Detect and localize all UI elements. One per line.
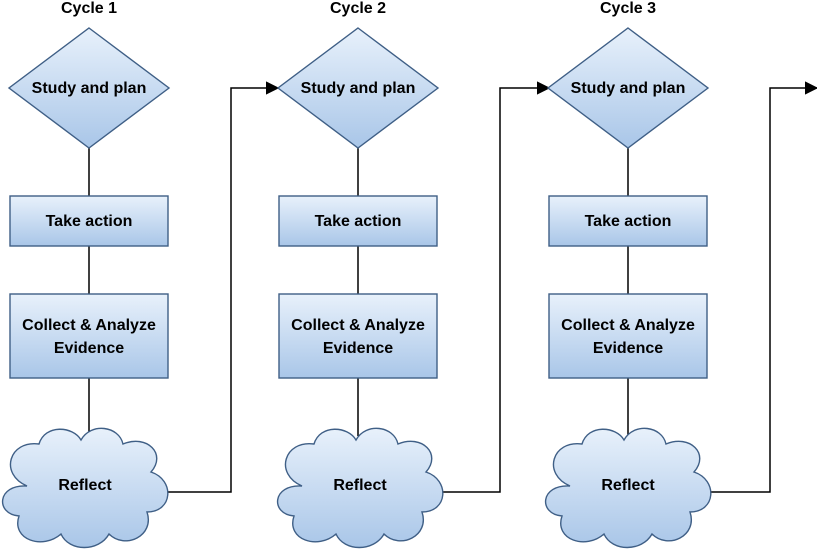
reflect-label: Reflect [58,477,112,494]
take-action-label: Take action [46,213,133,230]
evidence-label: Evidence [323,340,393,357]
take-action-label: Take action [585,213,672,230]
cycle-title: Cycle 3 [600,0,656,17]
connector-cycle3-to-next [706,81,817,493]
cycle-title: Cycle 1 [61,0,117,17]
collect-analyze-label: Collect & Analyze [291,317,425,334]
reflect-cloud: Reflect [544,427,712,549]
cycle-2: Cycle 2 Study and plan Take action Colle… [276,0,444,549]
reflect-label: Reflect [333,477,387,494]
evidence-label: Evidence [54,340,124,357]
reflect-cloud: Reflect [1,427,169,549]
take-action-box: Take action [548,195,708,247]
take-action-label: Take action [315,213,402,230]
study-and-plan-label: Study and plan [32,80,147,97]
take-action-box: Take action [9,195,169,247]
collect-analyze-label: Collect & Analyze [561,317,695,334]
connector-cycle2-to-cycle3 [436,81,551,493]
study-and-plan-label: Study and plan [301,80,416,97]
connector-cycle1-to-cycle2 [165,81,280,493]
cycle-title: Cycle 2 [330,0,386,17]
study-and-plan-label: Study and plan [571,80,686,97]
collect-analyze-box: Collect & Analyze Evidence [278,293,438,379]
reflect-cloud: Reflect [276,427,444,549]
evidence-label: Evidence [593,340,663,357]
study-and-plan-diamond: Study and plan [546,27,710,149]
take-action-box: Take action [278,195,438,247]
study-and-plan-diamond: Study and plan [276,27,440,149]
cycle-3: Cycle 3 Study and plan Take action Colle… [544,0,712,549]
study-and-plan-diamond: Study and plan [7,27,171,149]
collect-analyze-label: Collect & Analyze [22,317,156,334]
cycle-1: Cycle 1 Study and plan Take action Colle… [1,0,171,549]
collect-analyze-box: Collect & Analyze Evidence [548,293,708,379]
collect-analyze-box: Collect & Analyze Evidence [9,293,169,379]
reflect-label: Reflect [601,477,655,494]
